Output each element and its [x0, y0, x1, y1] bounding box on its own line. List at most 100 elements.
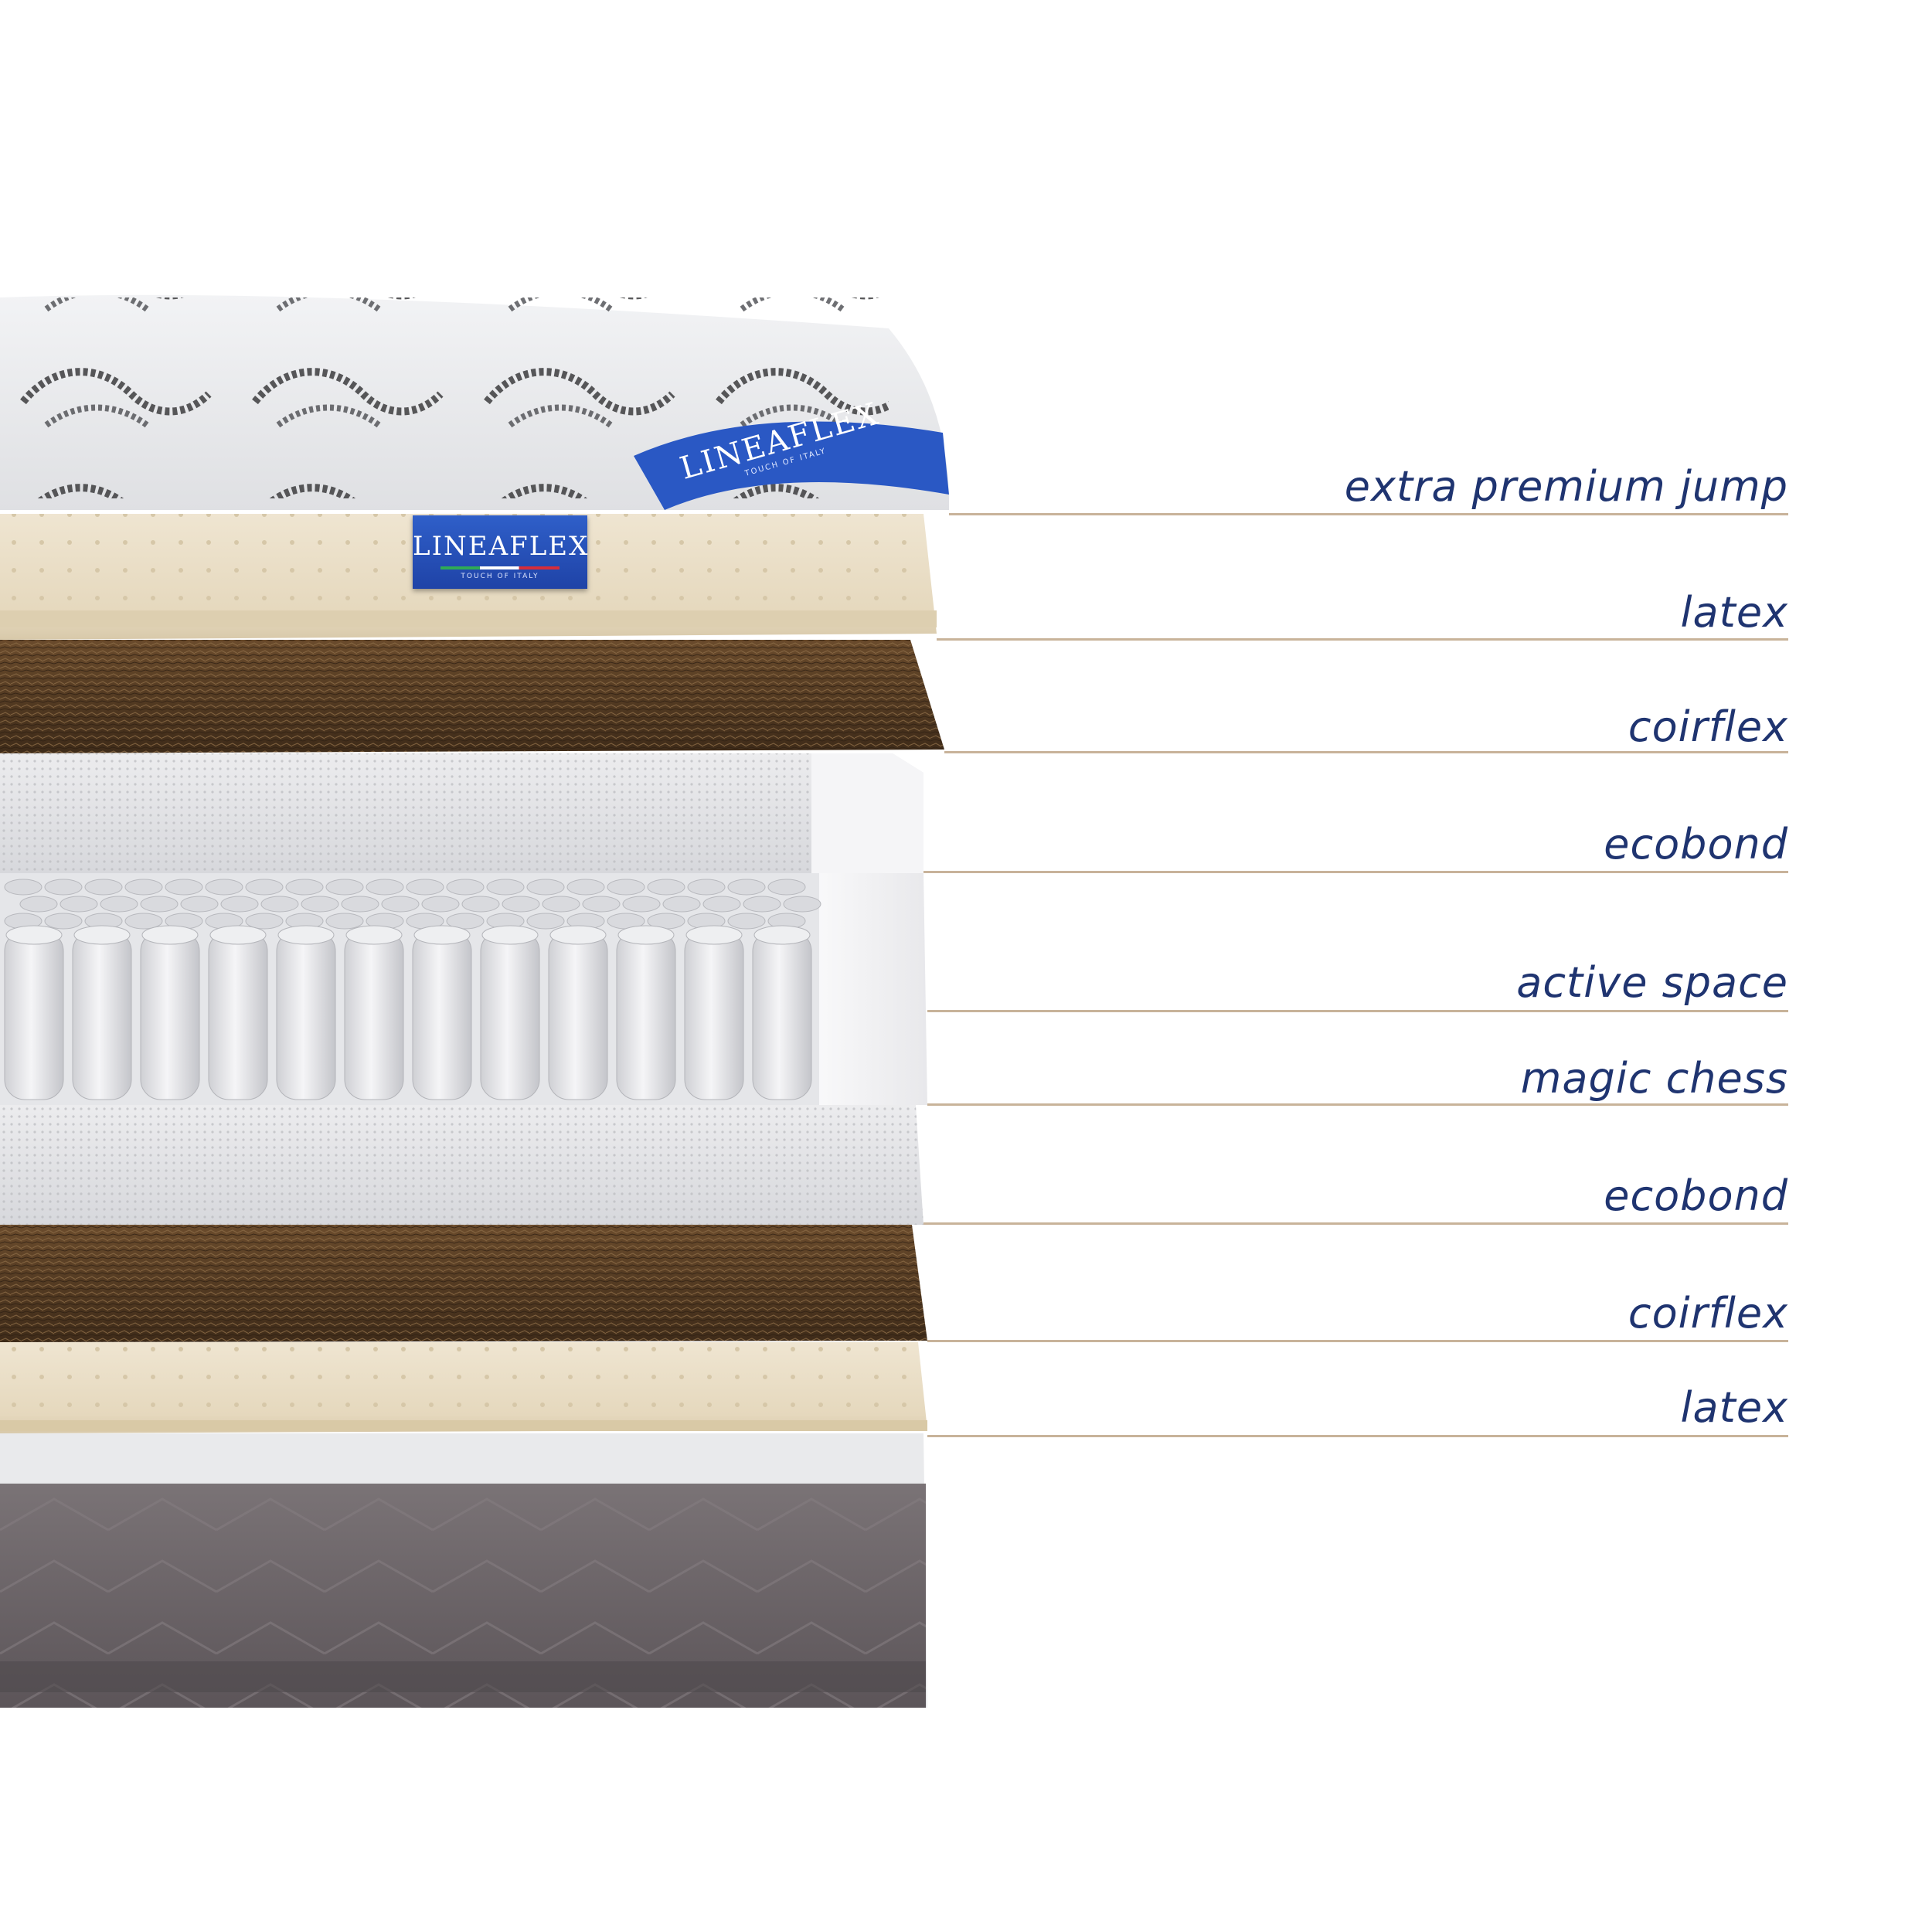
spring-top: [325, 879, 364, 896]
magic-chess-springs: [4, 879, 821, 1100]
spring-top: [285, 879, 324, 896]
spring-top: [366, 879, 404, 896]
label-ecobond-bottom: ecobond: [1604, 1171, 1788, 1220]
spring-top: [582, 896, 621, 913]
spring-top: [140, 896, 179, 913]
spring-top: [205, 879, 243, 896]
spring-top: [783, 896, 821, 913]
spring-top: [245, 913, 284, 930]
label-extra-premium-jump: extra premium jump: [1344, 462, 1788, 511]
spring-top: [100, 896, 138, 913]
spring-top: [44, 879, 83, 896]
spring-top: [526, 913, 565, 930]
pocket-spring-cap: [141, 925, 199, 945]
leader-line-ecobond-bottom: [923, 1222, 1788, 1225]
pocket-spring: [616, 930, 676, 1100]
spring-top: [647, 879, 685, 896]
spring-top: [542, 896, 580, 913]
spring-top: [165, 879, 203, 896]
spring-top: [406, 879, 444, 896]
ecobond-top-texture: [0, 753, 811, 873]
label-magic-chess: magic chess: [1520, 1054, 1788, 1103]
spring-top: [4, 879, 43, 896]
pocket-spring-cap: [209, 925, 267, 945]
spring-top: [607, 879, 645, 896]
spring-top: [301, 896, 339, 913]
pocket-spring: [208, 930, 268, 1100]
leader-line-magic-chess: [927, 1103, 1788, 1106]
spring-top: [687, 879, 726, 896]
pocket-spring: [276, 930, 336, 1100]
spring-top: [622, 896, 661, 913]
pocket-spring: [4, 930, 64, 1100]
pocket-spring-cap: [685, 925, 743, 945]
pocket-spring-cap: [549, 925, 607, 945]
leader-line-coirflex-bottom: [927, 1340, 1788, 1342]
label-coirflex-top: coirflex: [1628, 702, 1788, 751]
spring-top: [421, 896, 460, 913]
pocket-spring: [480, 930, 540, 1100]
spring-top: [341, 896, 379, 913]
label-active-space: active space: [1516, 958, 1788, 1007]
pocket-spring-cap: [73, 925, 131, 945]
leader-line-active-space: [927, 1010, 1788, 1012]
spring-top: [124, 913, 163, 930]
pocket-spring-cap: [753, 925, 811, 945]
pocket-spring-cap: [345, 925, 403, 945]
spring-top: [245, 879, 284, 896]
pocket-spring: [140, 930, 200, 1100]
brand-tag-name: LINEAFLEX: [413, 531, 590, 562]
spring-top: [260, 896, 299, 913]
pocket-spring: [752, 930, 812, 1100]
brand-tag-flag-stripe: [440, 566, 560, 569]
pocket-spring: [72, 930, 132, 1100]
pocket-spring-cap: [481, 925, 539, 945]
spring-top: [124, 879, 163, 896]
spring-top: [566, 879, 605, 896]
pocket-spring-cap: [277, 925, 335, 945]
pocket-spring-cap: [617, 925, 675, 945]
spring-top: [727, 879, 766, 896]
spring-top: [44, 913, 83, 930]
leader-line-coirflex-top: [944, 751, 1788, 753]
pocket-spring: [344, 930, 404, 1100]
brand-tag-front: LINEAFLEX TOUCH OF ITALY: [413, 515, 587, 589]
spring-top: [727, 913, 766, 930]
pocket-spring: [412, 930, 472, 1100]
spring-top: [84, 879, 123, 896]
leader-line-extra-premium-jump: [949, 513, 1788, 515]
leader-line-latex-bottom: [927, 1435, 1788, 1437]
spring-top: [662, 896, 701, 913]
ecobond-bottom-texture: [0, 1105, 923, 1225]
spring-top: [743, 896, 781, 913]
brand-tag-tagline: TOUCH OF ITALY: [461, 573, 539, 580]
ecobond-top-side: [811, 753, 923, 873]
spring-top: [767, 879, 806, 896]
spring-top: [461, 896, 500, 913]
label-latex-top: latex: [1680, 588, 1788, 637]
ribbon-band: [634, 421, 949, 510]
latex-bottom-edge: [0, 1420, 927, 1431]
leader-line-ecobond-top: [923, 871, 1788, 873]
label-coirflex-bottom: coirflex: [1628, 1289, 1788, 1338]
pocket-spring: [548, 930, 608, 1100]
coirflex-bottom-texture: [0, 1225, 927, 1342]
spring-top: [381, 896, 420, 913]
spring-top: [19, 896, 58, 913]
spring-top: [220, 896, 259, 913]
pocket-spring-cap: [5, 925, 63, 945]
base-piping: [0, 1661, 926, 1692]
pocket-spring-cap: [413, 925, 471, 945]
label-ecobond-top: ecobond: [1604, 820, 1788, 869]
pocket-spring: [684, 930, 744, 1100]
spring-top: [502, 896, 540, 913]
leader-line-latex-top: [937, 638, 1788, 641]
spring-top: [325, 913, 364, 930]
spring-top: [60, 896, 98, 913]
spring-top: [446, 913, 485, 930]
latex-top-edge: [0, 610, 937, 627]
spring-top: [702, 896, 741, 913]
spring-top: [180, 896, 219, 913]
